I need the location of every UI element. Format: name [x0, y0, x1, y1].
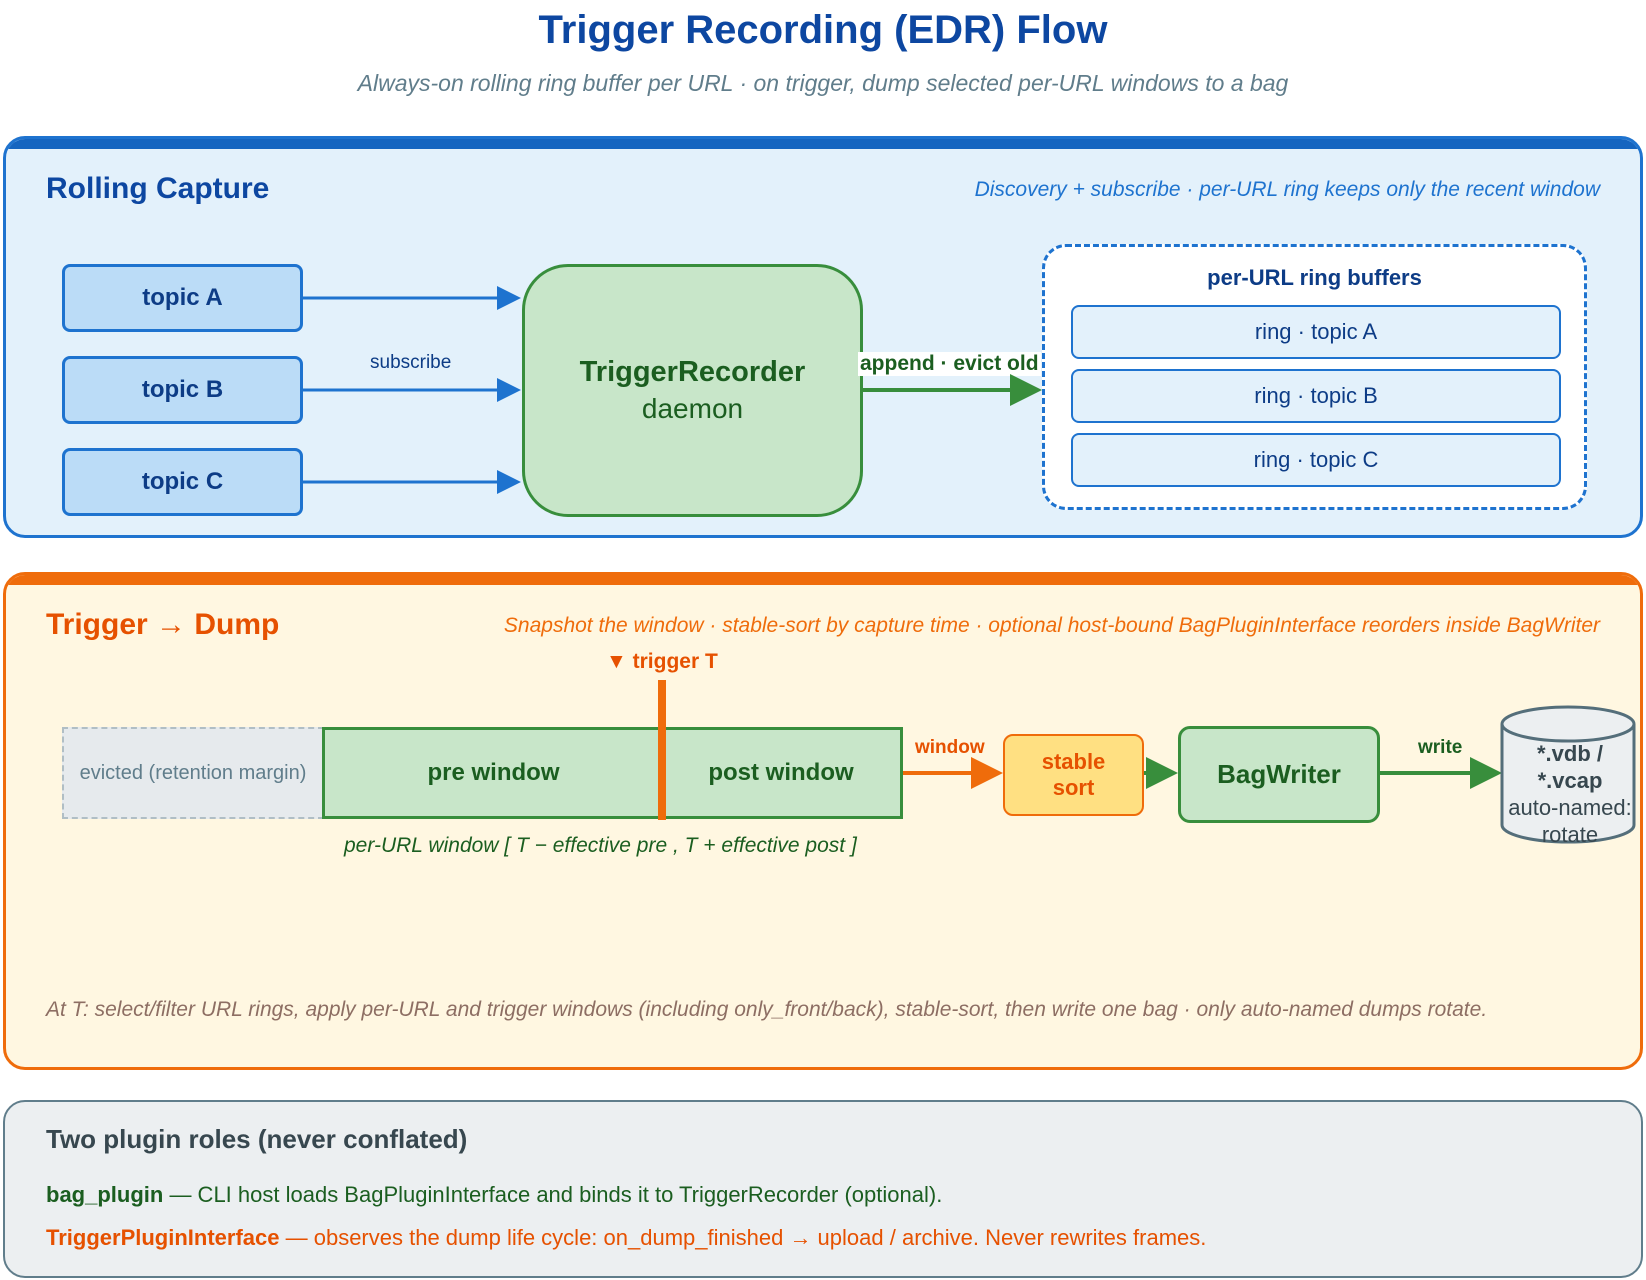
trigger-plugin-role: TriggerPluginInterface — observes the du… [46, 1225, 1206, 1251]
ring-buffers-group: per-URL ring buffers ring · topic A ring… [1042, 244, 1587, 510]
output-file-label: *.vdb / *.vcap auto-named: rotate [1508, 741, 1632, 847]
bag-plugin-role: bag_plugin — CLI host loads BagPluginInt… [46, 1182, 942, 1208]
stable-sort-box: stable sort [1003, 734, 1144, 816]
pre-window-box: pre window [322, 727, 662, 819]
subscribe-label: subscribe [370, 352, 452, 373]
ring-topic-c: ring · topic C [1071, 433, 1561, 487]
topic-c-box: topic C [62, 448, 303, 516]
sort-line-1: stable [1041, 749, 1106, 774]
daemon-sub: daemon [641, 393, 744, 424]
rolling-capture-heading: Rolling Capture [46, 172, 270, 205]
trigger-dump-note: Snapshot the window · stable-sort by cap… [503, 614, 1600, 637]
plugin-roles-panel [3, 1100, 1643, 1278]
rolling-capture-note: Discovery + subscribe · per-URL ring kee… [974, 178, 1600, 201]
trigger-t-label: ▼ trigger T [606, 650, 718, 673]
page-title: Trigger Recording (EDR) Flow [538, 8, 1108, 52]
trigger-plugin-desc: — observes the dump life cycle: on_dump_… [279, 1225, 1207, 1250]
trigger-plugin-name: TriggerPluginInterface [46, 1225, 280, 1250]
post-window-box: post window [662, 727, 903, 819]
bag-plugin-name: bag_plugin [46, 1182, 164, 1207]
dump-footer-note: At T: select/filter URL rings, apply per… [46, 998, 1488, 1021]
bagwriter-box: BagWriter [1178, 726, 1380, 823]
bag-plugin-desc: — CLI host loads BagPluginInterface and … [163, 1182, 943, 1207]
evicted-region: evicted (retention margin) [62, 727, 324, 819]
ring-buffers-title: per-URL ring buffers [1207, 265, 1422, 290]
page-subtitle: Always-on rolling ring buffer per URL · … [357, 70, 1289, 96]
trigger-dump-heading: Trigger → Dump [46, 608, 280, 641]
output-cylinder [1500, 705, 1636, 844]
trigger-marker [658, 680, 666, 820]
write-label: write [1418, 737, 1463, 758]
daemon-name: TriggerRecorder [579, 356, 806, 388]
trigger-recorder-daemon: TriggerRecorder daemon [522, 264, 863, 517]
window-caption: per-URL window [ T − effective pre , T +… [344, 834, 857, 857]
panel-accent-bar [6, 575, 1640, 585]
ring-topic-a: ring · topic A [1071, 305, 1561, 359]
ring-topic-b: ring · topic B [1071, 369, 1561, 423]
window-edge-label: window [915, 737, 985, 758]
panel-accent-bar [6, 139, 1640, 149]
append-evict-label: append · evict old [858, 352, 1041, 376]
topic-a-box: topic A [62, 264, 303, 332]
sort-line-2: sort [1052, 775, 1095, 800]
plugin-roles-heading: Two plugin roles (never conflated) [46, 1124, 468, 1154]
topic-b-box: topic B [62, 356, 303, 424]
